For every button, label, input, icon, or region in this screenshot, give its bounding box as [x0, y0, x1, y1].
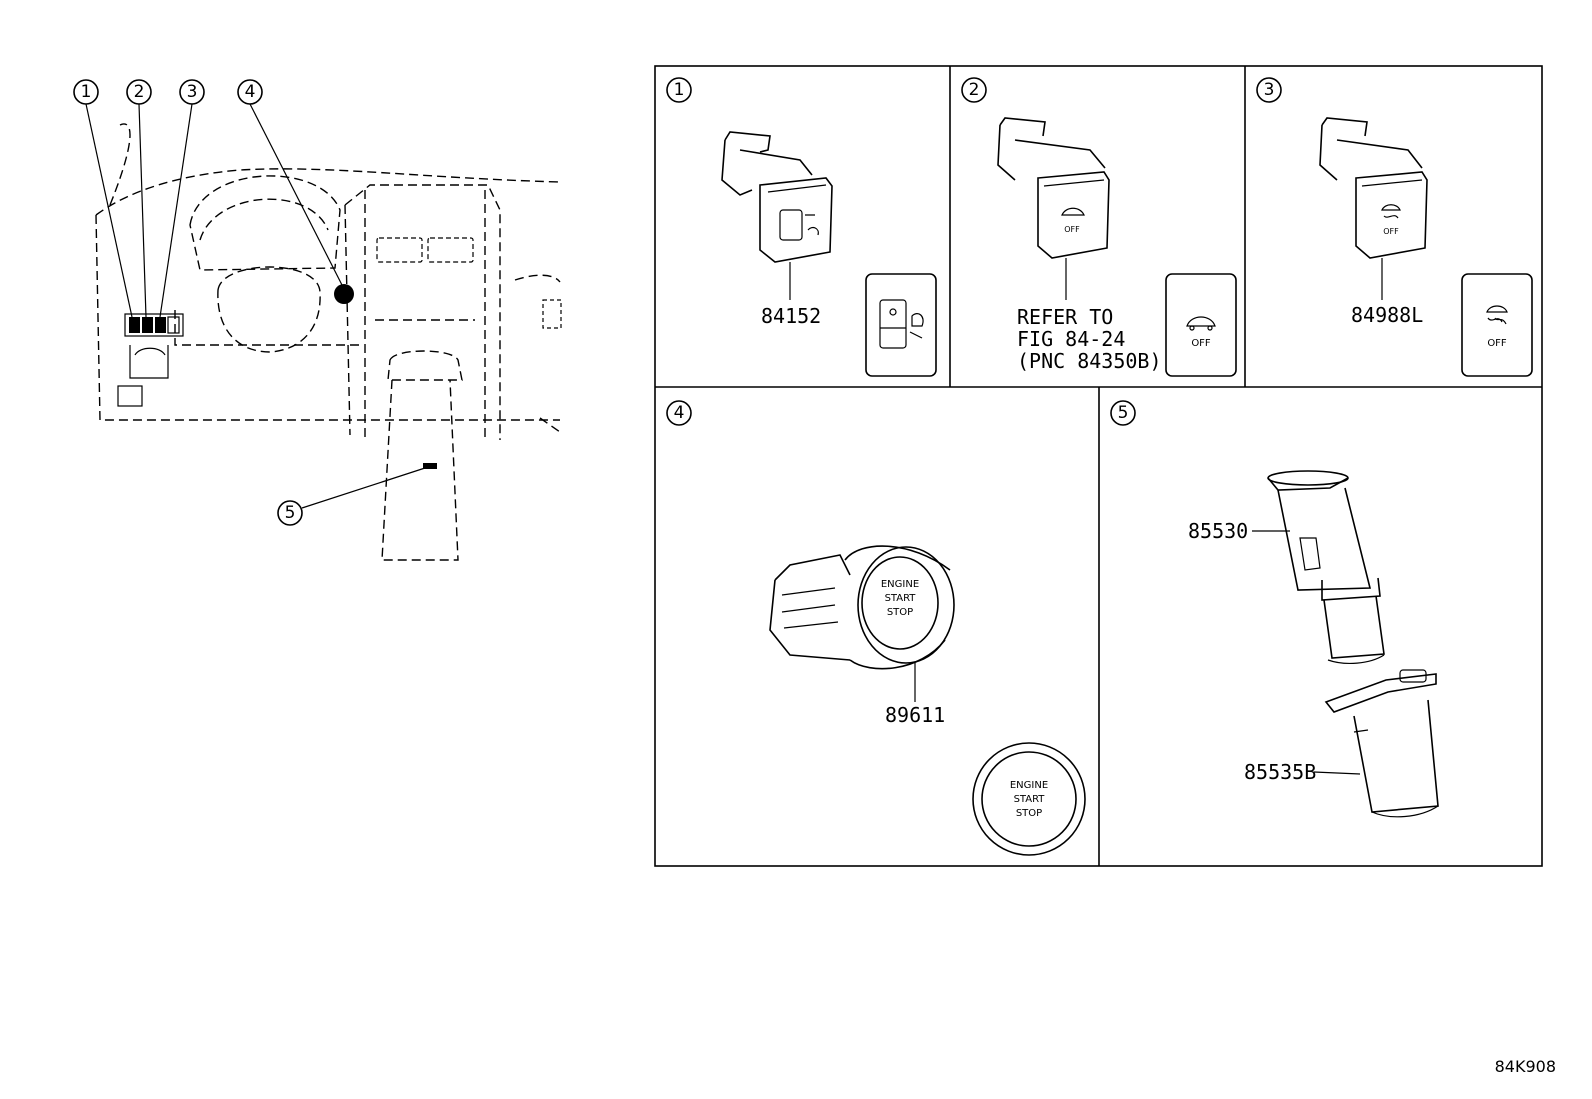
- headlight-leveling-icon: [865, 273, 937, 377]
- svg-text:85530: 85530: [1188, 519, 1248, 543]
- panel-4: 4 ENGINE START STOP 89611 ENGINE START S…: [666, 400, 1086, 856]
- dashboard-overview: 1 2 3 4 5: [73, 79, 562, 561]
- callout-5: 5: [277, 500, 303, 526]
- svg-text:4: 4: [674, 403, 685, 423]
- svg-text:5: 5: [285, 503, 296, 523]
- svg-text:2: 2: [134, 82, 145, 102]
- callout-3: 3: [179, 79, 205, 105]
- vsc-off-icon: OFF: [1165, 273, 1237, 377]
- svg-text:85535B: 85535B: [1244, 760, 1316, 784]
- figure-code: 84K908: [1495, 1057, 1556, 1076]
- svg-text:FIG 84-24: FIG 84-24: [1017, 327, 1125, 351]
- svg-text:1: 1: [81, 82, 92, 102]
- svg-text:STOP: STOP: [887, 607, 913, 618]
- svg-text:REFER TO: REFER TO: [1017, 305, 1113, 329]
- svg-text:ENGINE: ENGINE: [881, 579, 919, 590]
- svg-text:(PNC 84350B): (PNC 84350B): [1017, 349, 1162, 373]
- headlight-leveling-switch: [721, 131, 833, 300]
- svg-text:STOP: STOP: [1016, 808, 1042, 819]
- svg-text:START: START: [1014, 794, 1046, 805]
- svg-text:ENGINE: ENGINE: [1010, 780, 1048, 791]
- engine-start-stop-icon: ENGINE START STOP: [972, 742, 1086, 856]
- callout-2: 2: [126, 79, 152, 105]
- power-outlet-socket: [1313, 669, 1439, 818]
- callout-4: 4: [237, 79, 263, 105]
- power-outlet-housing: [1252, 470, 1385, 665]
- detail-panels: [654, 65, 1543, 867]
- svg-text:2: 2: [969, 80, 980, 100]
- svg-text:OFF: OFF: [1191, 338, 1211, 349]
- svg-text:START: START: [885, 593, 917, 604]
- svg-text:3: 3: [187, 82, 198, 102]
- trac-off-icon: OFF: [1461, 273, 1533, 377]
- svg-text:84988L: 84988L: [1351, 303, 1423, 327]
- svg-text:84152: 84152: [761, 304, 821, 328]
- svg-text:3: 3: [1264, 80, 1275, 100]
- callout-1: 1: [73, 79, 99, 105]
- panel-2: 2 OFF REFER TO FIG 84-24 (PNC 84350B) OF…: [961, 77, 1237, 377]
- trac-off-switch: OFF: [1319, 117, 1428, 300]
- svg-text:4: 4: [245, 82, 256, 102]
- vsc-off-switch: OFF: [997, 117, 1110, 300]
- panel-1: 1 84152: [666, 77, 937, 377]
- panel-3: 3 OFF 84988L OFF: [1256, 77, 1533, 377]
- svg-text:OFF: OFF: [1383, 227, 1399, 236]
- svg-text:89611: 89611: [885, 703, 945, 727]
- svg-text:5: 5: [1118, 403, 1129, 423]
- engine-start-stop-switch: ENGINE START STOP: [769, 545, 955, 702]
- svg-text:OFF: OFF: [1064, 225, 1080, 234]
- panel-5: 5 85530 85535B: [1110, 400, 1439, 818]
- svg-text:OFF: OFF: [1487, 338, 1507, 349]
- svg-text:1: 1: [674, 80, 685, 100]
